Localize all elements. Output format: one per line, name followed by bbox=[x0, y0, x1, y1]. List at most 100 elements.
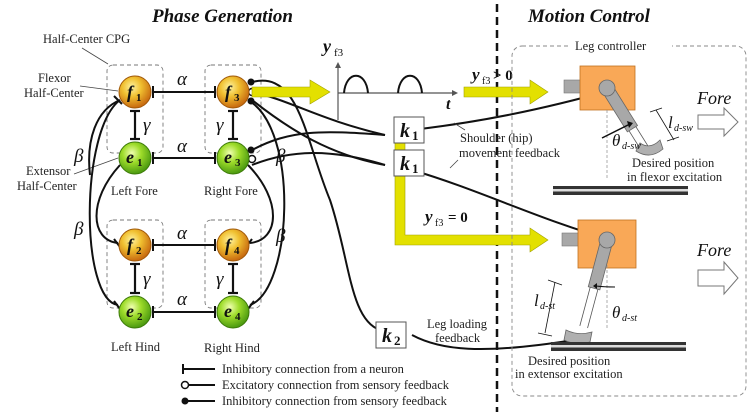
svg-text:Fore: Fore bbox=[696, 240, 731, 260]
svg-text:k: k bbox=[382, 325, 392, 347]
gain-k2-loading: k 2 bbox=[375, 321, 407, 349]
svg-text:> 0: > 0 bbox=[493, 68, 513, 84]
gain-k1-shoulder-lower: k 1 bbox=[393, 149, 425, 177]
svg-text:k: k bbox=[400, 153, 410, 175]
svg-text:Fore: Fore bbox=[696, 88, 731, 108]
svg-text:3: 3 bbox=[234, 92, 240, 104]
neuron-f2: f 2 bbox=[118, 228, 152, 262]
extensor-label-1: Extensor bbox=[26, 164, 71, 178]
gamma-label-right-hind: γ bbox=[216, 269, 224, 290]
alpha-connections bbox=[152, 86, 216, 318]
ground-swing bbox=[553, 186, 688, 195]
svg-text:2: 2 bbox=[136, 245, 142, 257]
svg-text:4: 4 bbox=[235, 311, 241, 323]
svg-text:f: f bbox=[225, 235, 233, 255]
alpha-label-fore-extensor: α bbox=[177, 136, 188, 157]
stance-leg-illustration bbox=[537, 219, 637, 344]
swing-desc-2: in flexor excitation bbox=[627, 170, 723, 184]
legend-item-inhibitory-neuron: Inhibitory connection from a neuron bbox=[182, 362, 405, 376]
signal-plot: y f3 t bbox=[321, 36, 458, 120]
leg-controller-title: Leg controller bbox=[575, 39, 647, 53]
fore-arrow-swing: Fore bbox=[696, 88, 739, 138]
stance-angle-label: θ d-st bbox=[612, 303, 637, 324]
svg-text:f: f bbox=[127, 82, 135, 102]
group-box-right-hind bbox=[204, 219, 262, 309]
svg-text:2: 2 bbox=[137, 311, 143, 323]
neuron-e2: e 2 bbox=[118, 295, 152, 329]
group-box-left-hind bbox=[106, 219, 164, 309]
swing-angle-label: θ d-sw bbox=[612, 131, 641, 152]
flexor-label-1: Flexor bbox=[38, 71, 71, 85]
half-center-cpg-label: Half-Center CPG bbox=[43, 32, 130, 46]
svg-text:θ: θ bbox=[612, 131, 620, 150]
svg-text:e: e bbox=[224, 301, 232, 321]
svg-text:f: f bbox=[225, 82, 233, 102]
group-label-left-hind: Left Hind bbox=[111, 340, 161, 354]
svg-text:d-st: d-st bbox=[540, 301, 555, 312]
svg-text:f3: f3 bbox=[435, 218, 443, 229]
svg-text:d-sw: d-sw bbox=[674, 123, 693, 134]
group-label-left-fore: Left Fore bbox=[111, 184, 158, 198]
gamma-label-right-fore: γ bbox=[216, 115, 224, 136]
svg-text:y: y bbox=[423, 207, 433, 226]
condition-stance: y f3 = 0 bbox=[423, 207, 468, 229]
neuron-e4: e 4 bbox=[216, 295, 250, 329]
svg-text:1: 1 bbox=[137, 157, 143, 169]
alpha-label-fore-flexor: α bbox=[177, 69, 188, 90]
half-center-pointer bbox=[81, 47, 109, 65]
svg-text:l: l bbox=[534, 291, 539, 310]
extensor-label-2: Half-Center bbox=[17, 179, 78, 193]
title-phase-generation: Phase Generation bbox=[151, 6, 293, 27]
group-label-right-fore: Right Fore bbox=[204, 184, 258, 198]
svg-text:4: 4 bbox=[234, 245, 240, 257]
shoulder-pointer-2 bbox=[449, 159, 459, 169]
stance-desc-2: in extensor excitation bbox=[515, 367, 623, 381]
title-motion-control: Motion Control bbox=[527, 6, 651, 27]
legend-item-inhibitory-sensory: Inhibitory connection from sensory feedb… bbox=[181, 394, 448, 408]
svg-text:θ: θ bbox=[612, 303, 620, 322]
yellow-arrow-to-plot bbox=[251, 79, 331, 105]
gamma-label-left-fore: γ bbox=[143, 115, 151, 136]
svg-text:e: e bbox=[126, 301, 134, 321]
yellow-arrow-swing bbox=[463, 79, 549, 105]
fore-arrow-stance: Fore bbox=[696, 240, 739, 296]
svg-text:Inhibitory connection from a n: Inhibitory connection from a neuron bbox=[222, 362, 405, 376]
flexor-pointer bbox=[79, 85, 119, 92]
loading-feedback-label-1: Leg loading bbox=[427, 317, 488, 331]
svg-text:2: 2 bbox=[394, 333, 401, 348]
svg-text:3: 3 bbox=[235, 157, 241, 169]
group-label-right-hind: Right Hind bbox=[204, 341, 261, 355]
condition-swing: y f3 > 0 bbox=[470, 65, 513, 87]
svg-text:e: e bbox=[224, 147, 232, 167]
svg-text:e: e bbox=[126, 147, 134, 167]
beta-connections bbox=[88, 99, 286, 306]
svg-text:1: 1 bbox=[412, 161, 419, 176]
neuron-e3: e 3 bbox=[216, 141, 250, 175]
svg-text:f3: f3 bbox=[482, 76, 490, 87]
gamma-connections bbox=[130, 109, 238, 295]
svg-text:y: y bbox=[470, 65, 480, 84]
svg-text:1: 1 bbox=[412, 128, 419, 143]
extensor-pointer bbox=[73, 157, 119, 175]
flexor-label-2: Half-Center bbox=[24, 86, 85, 100]
alpha-label-hind-flexor: α bbox=[177, 223, 188, 244]
neuron-f4: f 4 bbox=[216, 228, 250, 262]
leg-controller-title-bg bbox=[568, 38, 672, 54]
svg-text:Excitatory connection from sen: Excitatory connection from sensory feedb… bbox=[222, 378, 450, 392]
beta-label-left-hind: β bbox=[73, 219, 84, 240]
shoulder-feedback-label-2: movement feedback bbox=[459, 146, 561, 160]
neuron-e1: e 1 bbox=[118, 141, 152, 175]
alpha-label-hind-extensor: α bbox=[177, 289, 188, 310]
svg-text:k: k bbox=[400, 120, 410, 142]
gamma-label-left-hind: γ bbox=[143, 269, 151, 290]
stance-desc-1: Desired position bbox=[528, 354, 611, 368]
group-box-left-fore bbox=[106, 64, 164, 154]
svg-text:1: 1 bbox=[136, 92, 142, 104]
swing-desc-1: Desired position bbox=[632, 156, 715, 170]
plot-xlabel: t bbox=[446, 96, 451, 113]
gain-k1-shoulder-upper: k 1 bbox=[393, 116, 425, 144]
legend-item-excitatory-sensory: Excitatory connection from sensory feedb… bbox=[180, 378, 450, 392]
svg-text:f: f bbox=[127, 235, 135, 255]
plot-ylabel: y bbox=[321, 36, 332, 56]
